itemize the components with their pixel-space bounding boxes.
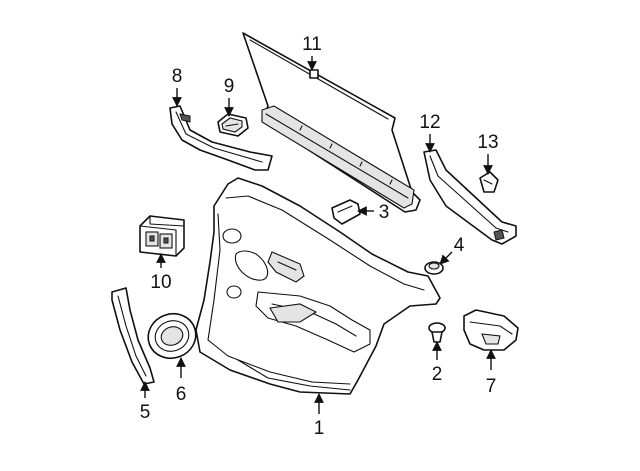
part-8-handle-trim (169, 105, 273, 171)
callout-9: 9 (224, 76, 235, 97)
part-2-push-clip (428, 322, 446, 343)
callout-12: 12 (419, 112, 440, 133)
callout-3: 3 (379, 202, 390, 223)
part-9-switch (217, 113, 249, 137)
part-5-trim-strip (111, 287, 155, 385)
part-1-door-panel (195, 177, 441, 395)
callout-4: 4 (454, 235, 465, 256)
part-13-clip (479, 171, 499, 193)
callout-5: 5 (140, 402, 151, 423)
callout-1: 1 (314, 418, 325, 439)
part-3-bracket (331, 199, 361, 225)
part-10-window-switch (139, 215, 185, 257)
callout-6: 6 (176, 384, 187, 405)
callout-13: 13 (477, 132, 498, 153)
callout-10: 10 (150, 272, 171, 293)
part-11-sunshade (242, 32, 421, 213)
callout-8: 8 (172, 66, 183, 87)
callout-11: 11 (302, 34, 322, 55)
part-6-speaker-grille (147, 312, 197, 360)
part-4-clip (424, 261, 444, 275)
callout-leaders (140, 56, 496, 414)
callout-7: 7 (486, 376, 497, 397)
callout-labels: 11 8 9 12 13 3 10 4 5 6 2 7 1 (140, 34, 499, 439)
callout-2: 2 (432, 364, 443, 385)
part-7-handle-cover (463, 309, 519, 351)
part-12-side-trim (423, 149, 517, 245)
